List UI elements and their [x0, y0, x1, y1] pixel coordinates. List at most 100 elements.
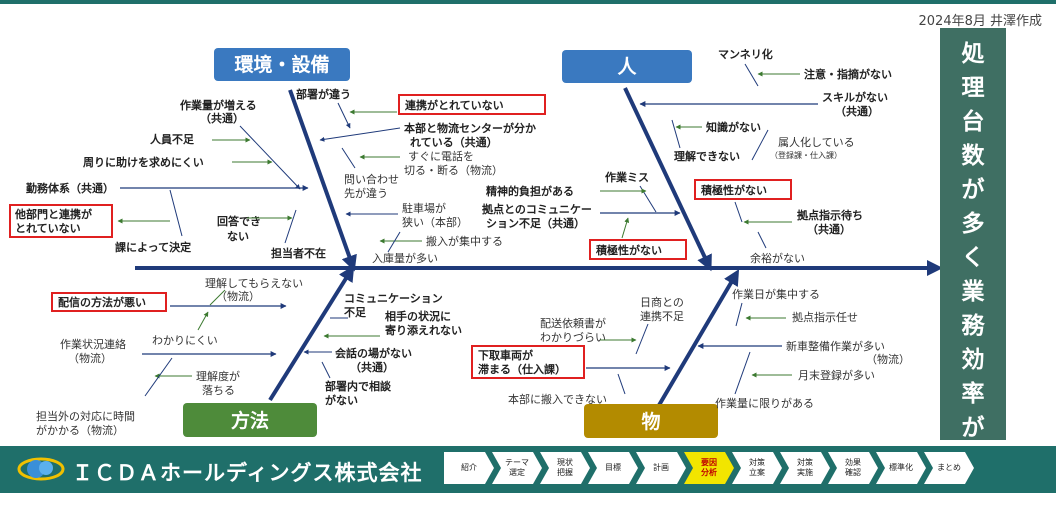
met-c8b: 寄り添えれない: [385, 323, 462, 337]
thg-c1a: 配送依頼書が: [540, 316, 606, 330]
env-c2: 人員不足: [150, 132, 195, 146]
thg-c2b: 連携不足: [640, 309, 684, 323]
per-c12b: （共通）: [807, 222, 851, 236]
met-c1: 理解してもらえない: [205, 276, 303, 290]
env-c10: 連携がとれていない: [405, 98, 504, 112]
category-label-method: 方法: [231, 409, 269, 432]
step-7[interactable]: 対策 実施: [780, 452, 830, 484]
effect-char: が: [961, 177, 985, 203]
per-highlight-box-c11: [694, 179, 792, 200]
met-c6a: 担当外の対応に時間: [36, 409, 135, 423]
category-box-environment: [214, 48, 350, 81]
effect-char: 効: [961, 347, 985, 373]
env-c14b: 狭い（本部）: [402, 215, 468, 229]
bone-thing: [653, 269, 740, 414]
company-logo-icon: [17, 457, 65, 481]
env-c14a: 駐車場が: [402, 201, 446, 215]
bone-method: [268, 265, 355, 402]
met-c10b: がない: [325, 393, 358, 407]
env-c13a: 問い合わせ: [344, 172, 399, 186]
thg-c4: 本部に搬入できない: [508, 392, 607, 406]
step-9[interactable]: 標準化: [876, 452, 926, 484]
env-highlight-box-c10: [398, 94, 546, 115]
per-c1: マンネリ化: [718, 47, 773, 61]
met-c7b: 不足: [344, 306, 367, 319]
env-c5a: 他部門と連携が: [14, 207, 92, 221]
per-c10: 積極性がない: [595, 243, 662, 257]
effect-char: 務: [961, 313, 985, 339]
thg-c1b: わかりづらい: [540, 331, 606, 344]
effect-char: 数: [961, 143, 985, 169]
thg-c3a: 下取車両が: [478, 348, 533, 362]
step-5[interactable]: 要因 分析: [684, 452, 734, 484]
met-c9a: 会話の場がない: [335, 346, 412, 360]
env-c13b: 先が違う: [344, 186, 388, 200]
per-c6: 理解できない: [674, 149, 740, 163]
category-label-person: 人: [617, 56, 637, 78]
category-label-thing: 物: [641, 410, 660, 433]
effect-char: く: [961, 245, 985, 271]
step-2[interactable]: 現状 把握: [540, 452, 590, 484]
met-c5b: 落ちる: [202, 384, 235, 397]
per-highlight-box-c10: [589, 239, 687, 260]
step-6[interactable]: 対策 立案: [732, 452, 782, 484]
env-c5b: とれていない: [15, 222, 81, 235]
per-c11: 積極性がない: [700, 183, 767, 197]
thg-c5: 作業日が集中する: [732, 287, 820, 301]
per-c5b: （登録課・仕入課）: [770, 150, 842, 160]
met-c5a: 理解度が: [196, 369, 240, 383]
effect-char: 理: [961, 75, 985, 101]
effect-char: が: [961, 415, 985, 441]
met-c2: 配信の方法が悪い: [58, 295, 146, 309]
env-c7b: ない: [227, 230, 249, 243]
bone-person: [623, 87, 712, 272]
step-10[interactable]: まとめ: [924, 452, 974, 484]
met-c6b: がかかる（物流）: [36, 423, 124, 437]
thg-c2a: 日商との: [640, 295, 684, 309]
process-steps-nav: 紹介テーマ 選定現状 把握目標計画要因 分析対策 立案対策 実施効果 確認標準化…: [444, 452, 972, 484]
met-c4b: （物流）: [68, 351, 112, 365]
env-c1b: （共通）: [200, 111, 244, 125]
met-c8a: 相手の状況に: [385, 309, 451, 323]
per-c7: 作業ミス: [605, 170, 649, 184]
env-c4: 勤務体系（共通）: [26, 181, 114, 195]
env-c3: 周りに助けを求めにくい: [83, 155, 204, 169]
env-c11b: れている（共通）: [410, 135, 498, 149]
env-c12a: すぐに電話を: [408, 149, 474, 163]
per-c2: 注意・指摘がない: [804, 67, 892, 81]
step-8[interactable]: 効果 確認: [828, 452, 878, 484]
met-highlight-box-c2: [51, 292, 167, 312]
company-name: ＩＣＤＡホールディングス株式会社: [72, 461, 423, 485]
effect-char: 台: [961, 109, 985, 135]
fishbone-diagram: 環境・設備 人 方法 物 作業量が増える （共通） 人員不足 周りに助けを求めに…: [9, 47, 943, 438]
env-c1: 作業量が増える: [180, 98, 257, 112]
per-c9a: 拠点とのコミュニケー: [482, 202, 592, 216]
effect-char: 業: [961, 279, 985, 305]
top-accent-bar: [0, 0, 1056, 4]
bone-environment: [288, 89, 357, 272]
step-1[interactable]: テーマ 選定: [492, 452, 542, 484]
category-box-person: [562, 50, 692, 83]
per-c12a: 拠点指示待ち: [797, 208, 863, 222]
thg-c7: 新車整備作業が多い: [786, 339, 885, 353]
met-c7a: コミュニケーション: [344, 292, 443, 305]
env-c7a: 回答でき: [217, 214, 261, 228]
step-4[interactable]: 計画: [636, 452, 686, 484]
thg-highlight-box-c3: [471, 345, 585, 379]
effect-char: 率: [961, 381, 985, 407]
env-c9: 部署が違う: [296, 87, 351, 101]
per-c5: 属人化している: [778, 135, 855, 149]
per-c4: 知識がない: [705, 120, 761, 134]
step-3[interactable]: 目標: [588, 452, 638, 484]
env-c8: 担当者不在: [271, 246, 326, 260]
thg-c7b: （物流）: [866, 352, 910, 366]
effect-box: 処理台数が多く業務効率が悪い: [940, 28, 1006, 509]
effect-char: 処: [961, 41, 985, 67]
category-label-environment: 環境・設備: [234, 53, 329, 76]
per-c9b: ション不足（共通）: [486, 216, 585, 230]
per-c3: スキルがない: [822, 90, 888, 104]
met-c10a: 部署内で相談: [325, 379, 392, 393]
step-0[interactable]: 紹介: [444, 452, 494, 484]
env-c12b: 切る・断る（物流）: [404, 163, 503, 177]
thg-c8: 月末登録が多い: [798, 368, 875, 382]
